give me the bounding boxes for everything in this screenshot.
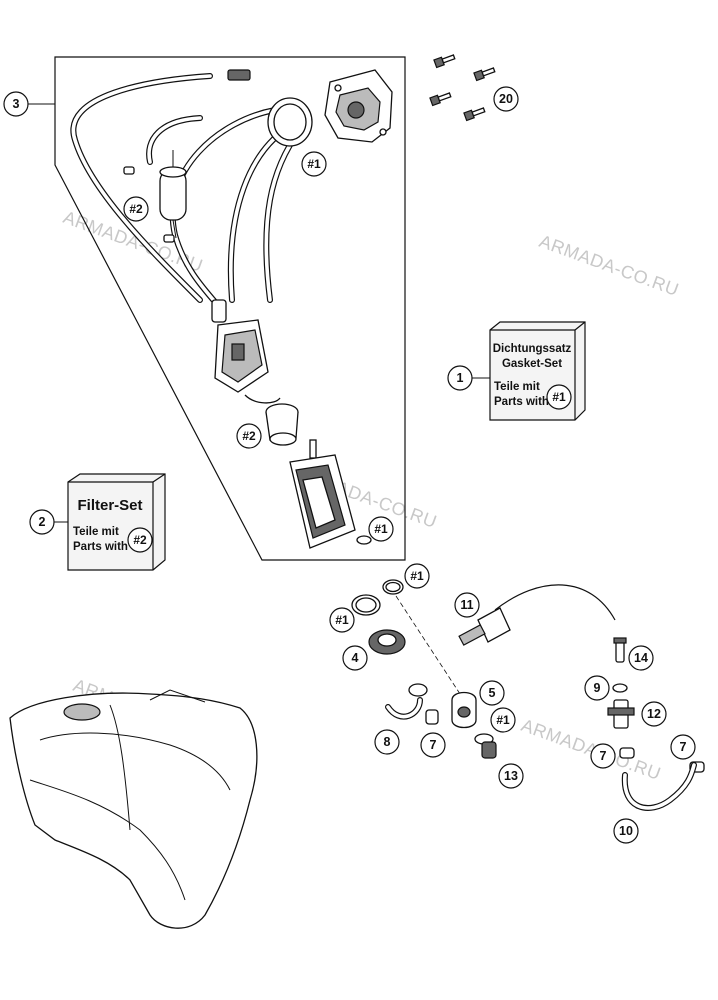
svg-text:10: 10	[619, 824, 633, 838]
fuel-hose	[621, 762, 697, 811]
fuel-filter	[159, 150, 187, 239]
ref-callout-1: #1	[368, 516, 394, 542]
svg-text:9: 9	[594, 681, 601, 695]
svg-text:#1: #1	[374, 522, 388, 536]
callout-9: 9	[584, 675, 610, 701]
svg-text:#1: #1	[307, 157, 321, 171]
svg-text:#1: #1	[410, 569, 424, 583]
ref-callout-1: #1	[404, 563, 430, 589]
wire-connector	[227, 69, 251, 81]
filter-set-ref: #2	[133, 533, 147, 547]
callout-2: 2	[29, 509, 55, 535]
svg-text:20: 20	[499, 92, 513, 106]
flange-seal-ring	[267, 97, 313, 147]
svg-text:7: 7	[680, 740, 687, 754]
svg-text:5: 5	[489, 686, 496, 700]
o-rings	[351, 579, 404, 616]
fuel-lines	[70, 73, 303, 313]
hose-clamp	[425, 709, 439, 725]
callout-11: 11	[454, 592, 480, 618]
filter-set-box: Filter-Set Teile mit Parts with #2	[67, 473, 166, 571]
pin	[613, 637, 627, 663]
svg-text:4: 4	[352, 651, 359, 665]
fuel-tank	[9, 689, 258, 929]
svg-text:14: 14	[634, 651, 648, 665]
svg-text:#2: #2	[242, 429, 256, 443]
svg-text:12: 12	[647, 707, 661, 721]
filter-set-line2: Parts with	[73, 541, 128, 553]
callout-13: 13	[498, 763, 524, 789]
gasket-set-line4: Parts with	[494, 396, 549, 408]
svg-text:8: 8	[384, 735, 391, 749]
callout-12: 12	[641, 701, 667, 727]
pump-flange	[324, 69, 393, 143]
fitting	[607, 683, 635, 729]
filter-sleeve	[265, 403, 299, 446]
callout-7: 7	[590, 743, 616, 769]
ref-callout-1: #1	[329, 607, 355, 633]
svg-text:#2: #2	[129, 202, 143, 216]
hose-clip	[163, 234, 175, 243]
bolts	[429, 54, 496, 122]
gasket-set-line2: Gasket-Set	[502, 358, 562, 370]
svg-text:1: 1	[457, 371, 464, 385]
watermark: ARMADA-CO.RU	[537, 231, 682, 300]
callout-10: 10	[613, 818, 639, 844]
ref-callout-1: #1	[490, 707, 516, 733]
callout-1: 1	[447, 365, 473, 391]
svg-text:#1: #1	[335, 613, 349, 627]
callout-20: 20	[493, 86, 519, 112]
callout-5: 5	[479, 680, 505, 706]
assembly-axis	[395, 595, 465, 701]
svg-text:#1: #1	[496, 713, 510, 727]
callout-7: 7	[670, 734, 696, 760]
svg-text:11: 11	[460, 598, 473, 612]
gasket-set-box: Dichtungssatz Gasket-Set Teile mit Parts…	[489, 321, 586, 421]
watermark: ARMADA-CO.RU	[519, 715, 664, 784]
callout-3: 3	[3, 91, 29, 117]
callout-14: 14	[628, 645, 654, 671]
elbow-connector	[451, 691, 477, 729]
elbow-hose	[385, 683, 428, 720]
sensor	[458, 584, 616, 646]
svg-text:7: 7	[430, 738, 437, 752]
ref-callout-2: #2	[236, 423, 262, 449]
filter-set-title: Filter-Set	[77, 497, 142, 514]
svg-text:2: 2	[39, 515, 46, 529]
filter-set-line1: Teile mit	[73, 526, 119, 538]
fuel-pump	[289, 439, 372, 549]
pump-body	[211, 299, 281, 404]
hose-clamp	[619, 747, 635, 759]
gasket-set-line3: Teile mit	[494, 381, 540, 393]
callout-8: 8	[374, 729, 400, 755]
ref-callout-1: #1	[301, 151, 327, 177]
plug	[474, 733, 497, 759]
gasket-set-ref: #1	[552, 390, 566, 404]
gasket-set-line1: Dichtungssatz	[493, 343, 572, 355]
svg-text:13: 13	[504, 769, 518, 783]
callout-4: 4	[342, 645, 368, 671]
callout-7: 7	[420, 732, 446, 758]
svg-text:3: 3	[13, 97, 20, 111]
ref-callout-2: #2	[123, 196, 149, 222]
grommet	[368, 629, 406, 655]
hose-clip	[123, 166, 135, 175]
svg-text:7: 7	[600, 749, 607, 763]
assembly-outline	[54, 56, 406, 561]
